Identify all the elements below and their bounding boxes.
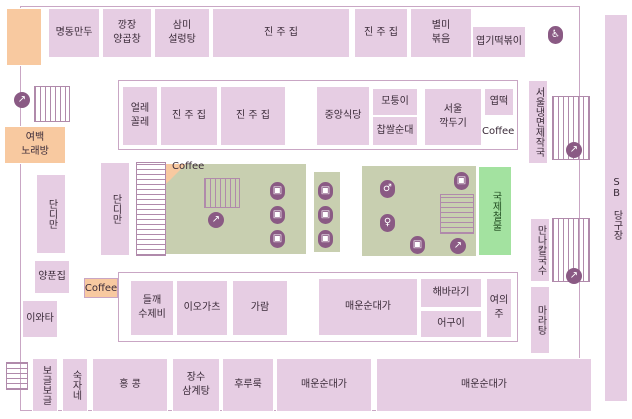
store-dandiman-center[interactable]: 단디만 (100, 162, 130, 256)
elevator-icon-g: ▣ (410, 236, 425, 254)
elevator-icon-d: ▣ (318, 182, 333, 200)
stairs-icon-right: ↗ (566, 142, 582, 158)
store-deulkkae-sujebi[interactable]: 들깨 수제비 (130, 280, 174, 336)
store-iwata[interactable]: 이와타 (22, 300, 58, 338)
coffee-right-label: Coffee (482, 126, 515, 137)
store-eoguri[interactable]: 어구이 (420, 310, 482, 338)
stairs-bottom-left (6, 362, 28, 390)
store-motungi[interactable]: 모퉁이 (372, 88, 418, 116)
store-sukja-ne[interactable]: 숙자네 (62, 358, 88, 412)
elevator-icon-e: ▣ (318, 206, 333, 224)
store-chapssal-sundae[interactable]: 찹쌀순대 (372, 116, 418, 146)
store-jinju-top2[interactable]: 진 주 집 (354, 8, 408, 58)
coffee-center-label: Coffee (172, 161, 205, 172)
stairs-icon: ↗ (14, 92, 30, 108)
store-yeopgi-tteokbokki[interactable]: 엽기떡볶이 (472, 26, 526, 58)
store-jungang-sikdang[interactable]: 중앙식당 (316, 86, 370, 146)
stairs-icon-right-bottom: ↗ (566, 268, 582, 284)
store-hongkong[interactable]: 홍 콩 (92, 358, 168, 412)
store-eolle-kkolle[interactable]: 얼레 꼴레 (122, 86, 158, 146)
store-jangsu-samgyetang[interactable]: 장수 삼계탕 (172, 358, 220, 412)
stairs-left-top (34, 86, 70, 122)
store-jinju-top[interactable]: 진 주 집 (212, 8, 350, 58)
store-yeobaek-noraebang[interactable]: 여백 노래방 (4, 126, 66, 164)
coffee-center-triangle (166, 164, 186, 184)
elevator-icon-f: ▣ (318, 230, 333, 248)
elevator-icon-h: ▣ (454, 172, 469, 190)
store-yeopddeok[interactable]: 엽떡 (484, 88, 514, 116)
store-byeolmi-bokkeum[interactable]: 별미 볶음 (410, 8, 472, 58)
inner-block-top (118, 80, 518, 150)
store-yeouiju[interactable]: 여의주 (486, 278, 512, 338)
store-sammi-seolleongtang[interactable]: 삼미 설렁탕 (154, 8, 210, 58)
center-grid (204, 178, 240, 208)
store-bolle-bolle[interactable]: 보글보글 (32, 358, 58, 412)
store-iogachu[interactable]: 이오가츠 (176, 280, 228, 336)
store-sb-dangujang[interactable]: SB 당구장 (604, 14, 628, 402)
elevator-icon-a: ▣ (270, 182, 285, 200)
store-mani-kalguksu[interactable]: 만나칼국수 (530, 218, 550, 282)
store-jinju-mid1[interactable]: 진 주 집 (160, 86, 218, 146)
store-myeongdong-mandu[interactable]: 명동만두 (48, 8, 100, 58)
restroom-icon: ♿ (548, 26, 563, 44)
unlabeled-orange-lot[interactable] (6, 8, 42, 66)
coffee-left[interactable]: Coffee (84, 278, 118, 298)
store-seoul-naengmyeon[interactable]: 서울냉면제작국 (528, 80, 548, 164)
store-yangpunjip[interactable]: 양푼집 (34, 260, 70, 294)
elevator-icon: ↗ (208, 212, 224, 228)
elevator-icon-c: ▣ (270, 230, 285, 248)
store-seoul-kkakdugi[interactable]: 서울 깍두기 (424, 88, 482, 146)
stairs-icon-center-right: ↗ (450, 238, 466, 254)
store-maeun-sundae-mid[interactable]: 매운순대가 (318, 278, 418, 336)
store-kkangjang-yangop[interactable]: 깡장 양곱창 (102, 8, 152, 58)
restroom-icon-b: ♀ (380, 214, 395, 232)
store-maeun-sundae-bottom2[interactable]: 매운순대가 (376, 358, 592, 412)
stairs-center-left (136, 162, 166, 256)
store-garam[interactable]: 가람 (232, 280, 288, 336)
store-dandiman-left[interactable]: 단디만 (36, 174, 66, 254)
store-jinju-mid2[interactable]: 진 주 집 (220, 86, 286, 146)
restroom-icon-a: ♂ (380, 180, 395, 198)
store-hururuk[interactable]: 후루룩 (222, 358, 274, 412)
store-haebaragi[interactable]: 해바라기 (420, 278, 482, 308)
store-gukje-cheolmul[interactable]: 국제철물 (478, 166, 512, 256)
inner-block-bottom (118, 272, 518, 342)
elevator-icon-b: ▣ (270, 206, 285, 224)
store-maeun-sundae-bottom[interactable]: 매운순대가 (276, 358, 372, 412)
store-malatang[interactable]: 마라탕 (530, 286, 550, 354)
stairs-center-right (440, 194, 474, 234)
